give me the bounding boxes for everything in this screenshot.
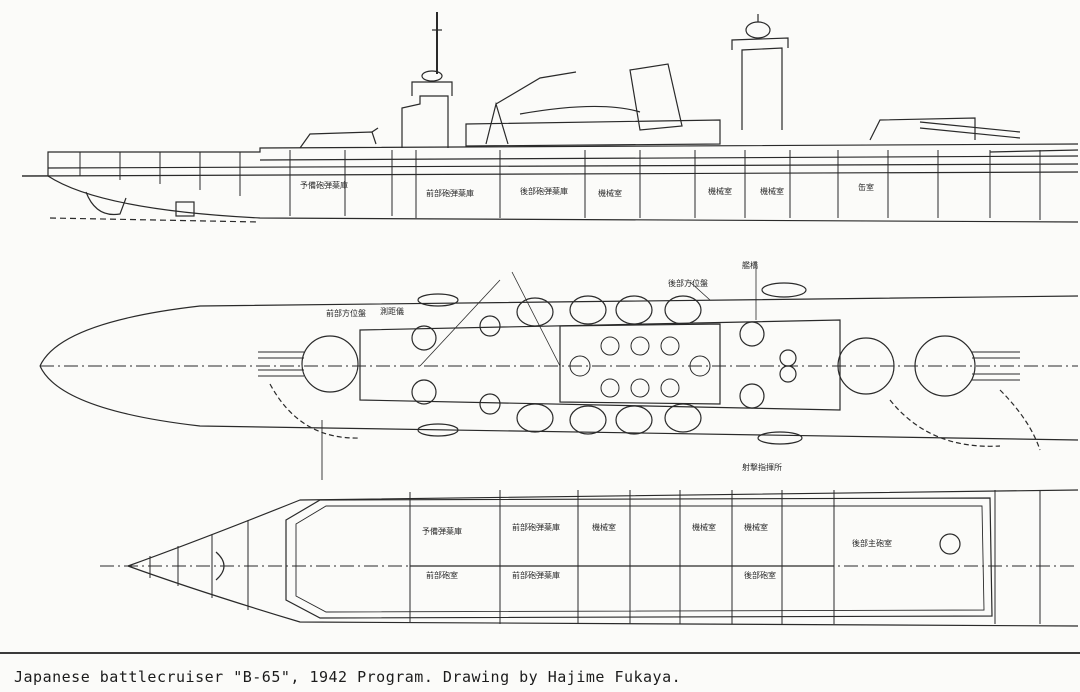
hold-label-1: 予備弾薬庫 — [422, 526, 462, 536]
hold-label-6: 機械室 — [592, 522, 616, 532]
ship-plan-drawing: 予備砲弾薬庫 前部砲弾薬庫 後部砲弾薬庫 機械室 機械室 機械室 缶室 前部方位… — [21, 12, 1079, 627]
plan-view — [39, 262, 1079, 480]
hold-view — [100, 489, 1079, 627]
hold-label-3: 前部砲弾薬庫 — [512, 570, 560, 580]
profile-label-2: 前部砲弾薬庫 — [426, 188, 474, 198]
hold-label-4: 前部砲室 — [426, 570, 458, 580]
hold-label-8: 機械室 — [744, 522, 768, 532]
profile-label-1: 予備砲弾薬庫 — [300, 180, 348, 190]
bridge-tower — [401, 95, 449, 148]
profile-label-6: 機械室 — [760, 186, 784, 196]
funnel — [629, 63, 683, 131]
plan-secondary-mounts — [411, 295, 797, 435]
plan-deck-outline — [39, 295, 1079, 441]
profile-view — [21, 12, 1079, 223]
plan-superstructure — [359, 319, 841, 411]
profile-label-4: 機械室 — [598, 188, 622, 198]
profile-keel — [47, 175, 1079, 223]
mainmast-tower — [741, 47, 783, 130]
caption-divider — [0, 652, 1080, 654]
plan-label-1: 前部方位盤 — [326, 308, 366, 318]
drawing-caption: Japanese battlecruiser "B-65", 1942 Prog… — [14, 668, 682, 686]
plan-label-4: 艦橋 — [742, 260, 758, 270]
profile-label-3: 後部砲弾薬庫 — [520, 186, 568, 196]
profile-label-7: 缶室 — [858, 182, 874, 192]
hold-label-2: 前部砲弾薬庫 — [512, 522, 560, 532]
plan-label-2: 測距儀 — [380, 306, 404, 316]
plan-label-3: 後部方位盤 — [668, 278, 708, 288]
profile-waterline — [21, 171, 1079, 177]
plan-label-5: 射撃指揮所 — [742, 462, 782, 472]
hold-bulkheads — [149, 490, 1041, 624]
hold-label-9: 後部砲室 — [744, 570, 776, 580]
hold-label-7: 機械室 — [692, 522, 716, 532]
aircraft-crane — [485, 71, 577, 145]
hold-label-5: 後部主砲室 — [852, 538, 892, 548]
hold-outer-outline — [127, 489, 1079, 627]
hold-inner-outline — [285, 497, 993, 619]
profile-bulkheads — [79, 150, 1041, 220]
profile-hull-outline — [22, 143, 1079, 177]
profile-label-5: 機械室 — [708, 186, 732, 196]
